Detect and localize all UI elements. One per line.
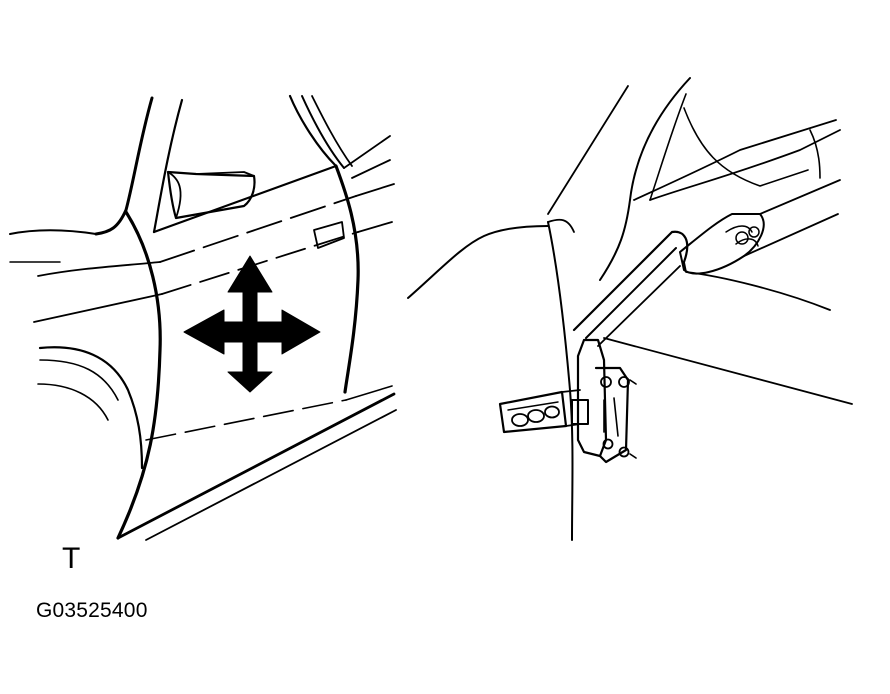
door-front-edge [116, 210, 162, 540]
view-label: T [62, 542, 81, 575]
hand-icon [679, 179, 841, 275]
four-way-arrow-icon [183, 255, 321, 393]
figure-code: G03525400 [36, 599, 148, 622]
hinge-detail-view [407, 77, 853, 541]
side-mirror [166, 170, 256, 220]
vehicle-side-view [9, 94, 397, 541]
door-hinge [571, 338, 637, 464]
door-handle [313, 221, 345, 249]
door-rear-edge [334, 164, 360, 394]
hinge-bracket [498, 389, 581, 434]
a-pillar-outline [94, 96, 154, 236]
